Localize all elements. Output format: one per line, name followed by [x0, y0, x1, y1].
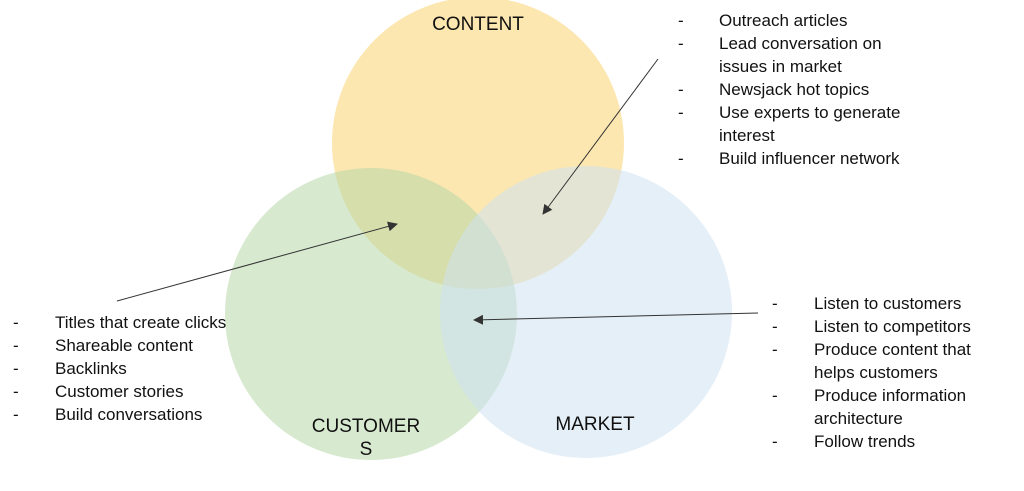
- list-item: Produce content that helps customers: [772, 338, 1012, 384]
- customers-label: CUSTOMER S: [311, 416, 421, 460]
- arrow-content-market: [542, 58, 659, 215]
- market-circle: [440, 166, 732, 458]
- list-item: Titles that create clicks: [13, 311, 273, 334]
- customers-market-strategy-list: Listen to customers Listen to competitor…: [772, 292, 1012, 453]
- list-item: Newsjack hot topics: [678, 78, 918, 101]
- arrow-customers-content: [116, 221, 398, 302]
- market-label: MARKET: [555, 414, 635, 435]
- list-item: Outreach articles: [678, 9, 918, 32]
- list-item: Lead conversation on issues in market: [678, 32, 918, 78]
- list-item: Follow trends: [772, 430, 1012, 453]
- content-market-strategy-list: Outreach articles Lead conversation on i…: [678, 9, 918, 170]
- list-item: Build conversations: [13, 403, 273, 426]
- list-item: Listen to competitors: [772, 315, 1012, 338]
- arrow-customers-market: [473, 312, 759, 325]
- customers-content-strategy-list: Titles that create clicks Shareable cont…: [13, 311, 273, 426]
- list-item: Customer stories: [13, 380, 273, 403]
- list-item: Shareable content: [13, 334, 273, 357]
- customers-circle: [225, 168, 517, 460]
- list-item: Backlinks: [13, 357, 273, 380]
- list-item: Use experts to generate interest: [678, 101, 918, 147]
- content-label: CONTENT: [432, 14, 524, 35]
- list-item: Listen to customers: [772, 292, 1012, 315]
- list-item: Produce information architecture: [772, 384, 1012, 430]
- list-item: Build influencer network: [678, 147, 918, 170]
